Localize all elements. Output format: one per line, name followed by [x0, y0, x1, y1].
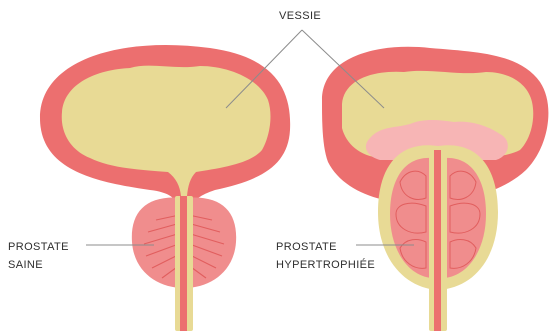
label-vessie: VESSIE [279, 9, 321, 24]
enlarged-urethra [429, 150, 447, 331]
label-healthy-line2: SAINE [8, 258, 43, 273]
healthy-urethra-lumen [180, 196, 187, 331]
label-enlarged-line2: HYPERTROPHIÉE [276, 258, 375, 273]
label-healthy-line1: PROSTATE [8, 240, 69, 255]
enlarged-urethra-lumen [434, 150, 441, 331]
healthy-urethra [175, 196, 193, 331]
healthy-bladder [40, 45, 290, 205]
label-enlarged-line1: PROSTATE [276, 240, 337, 255]
